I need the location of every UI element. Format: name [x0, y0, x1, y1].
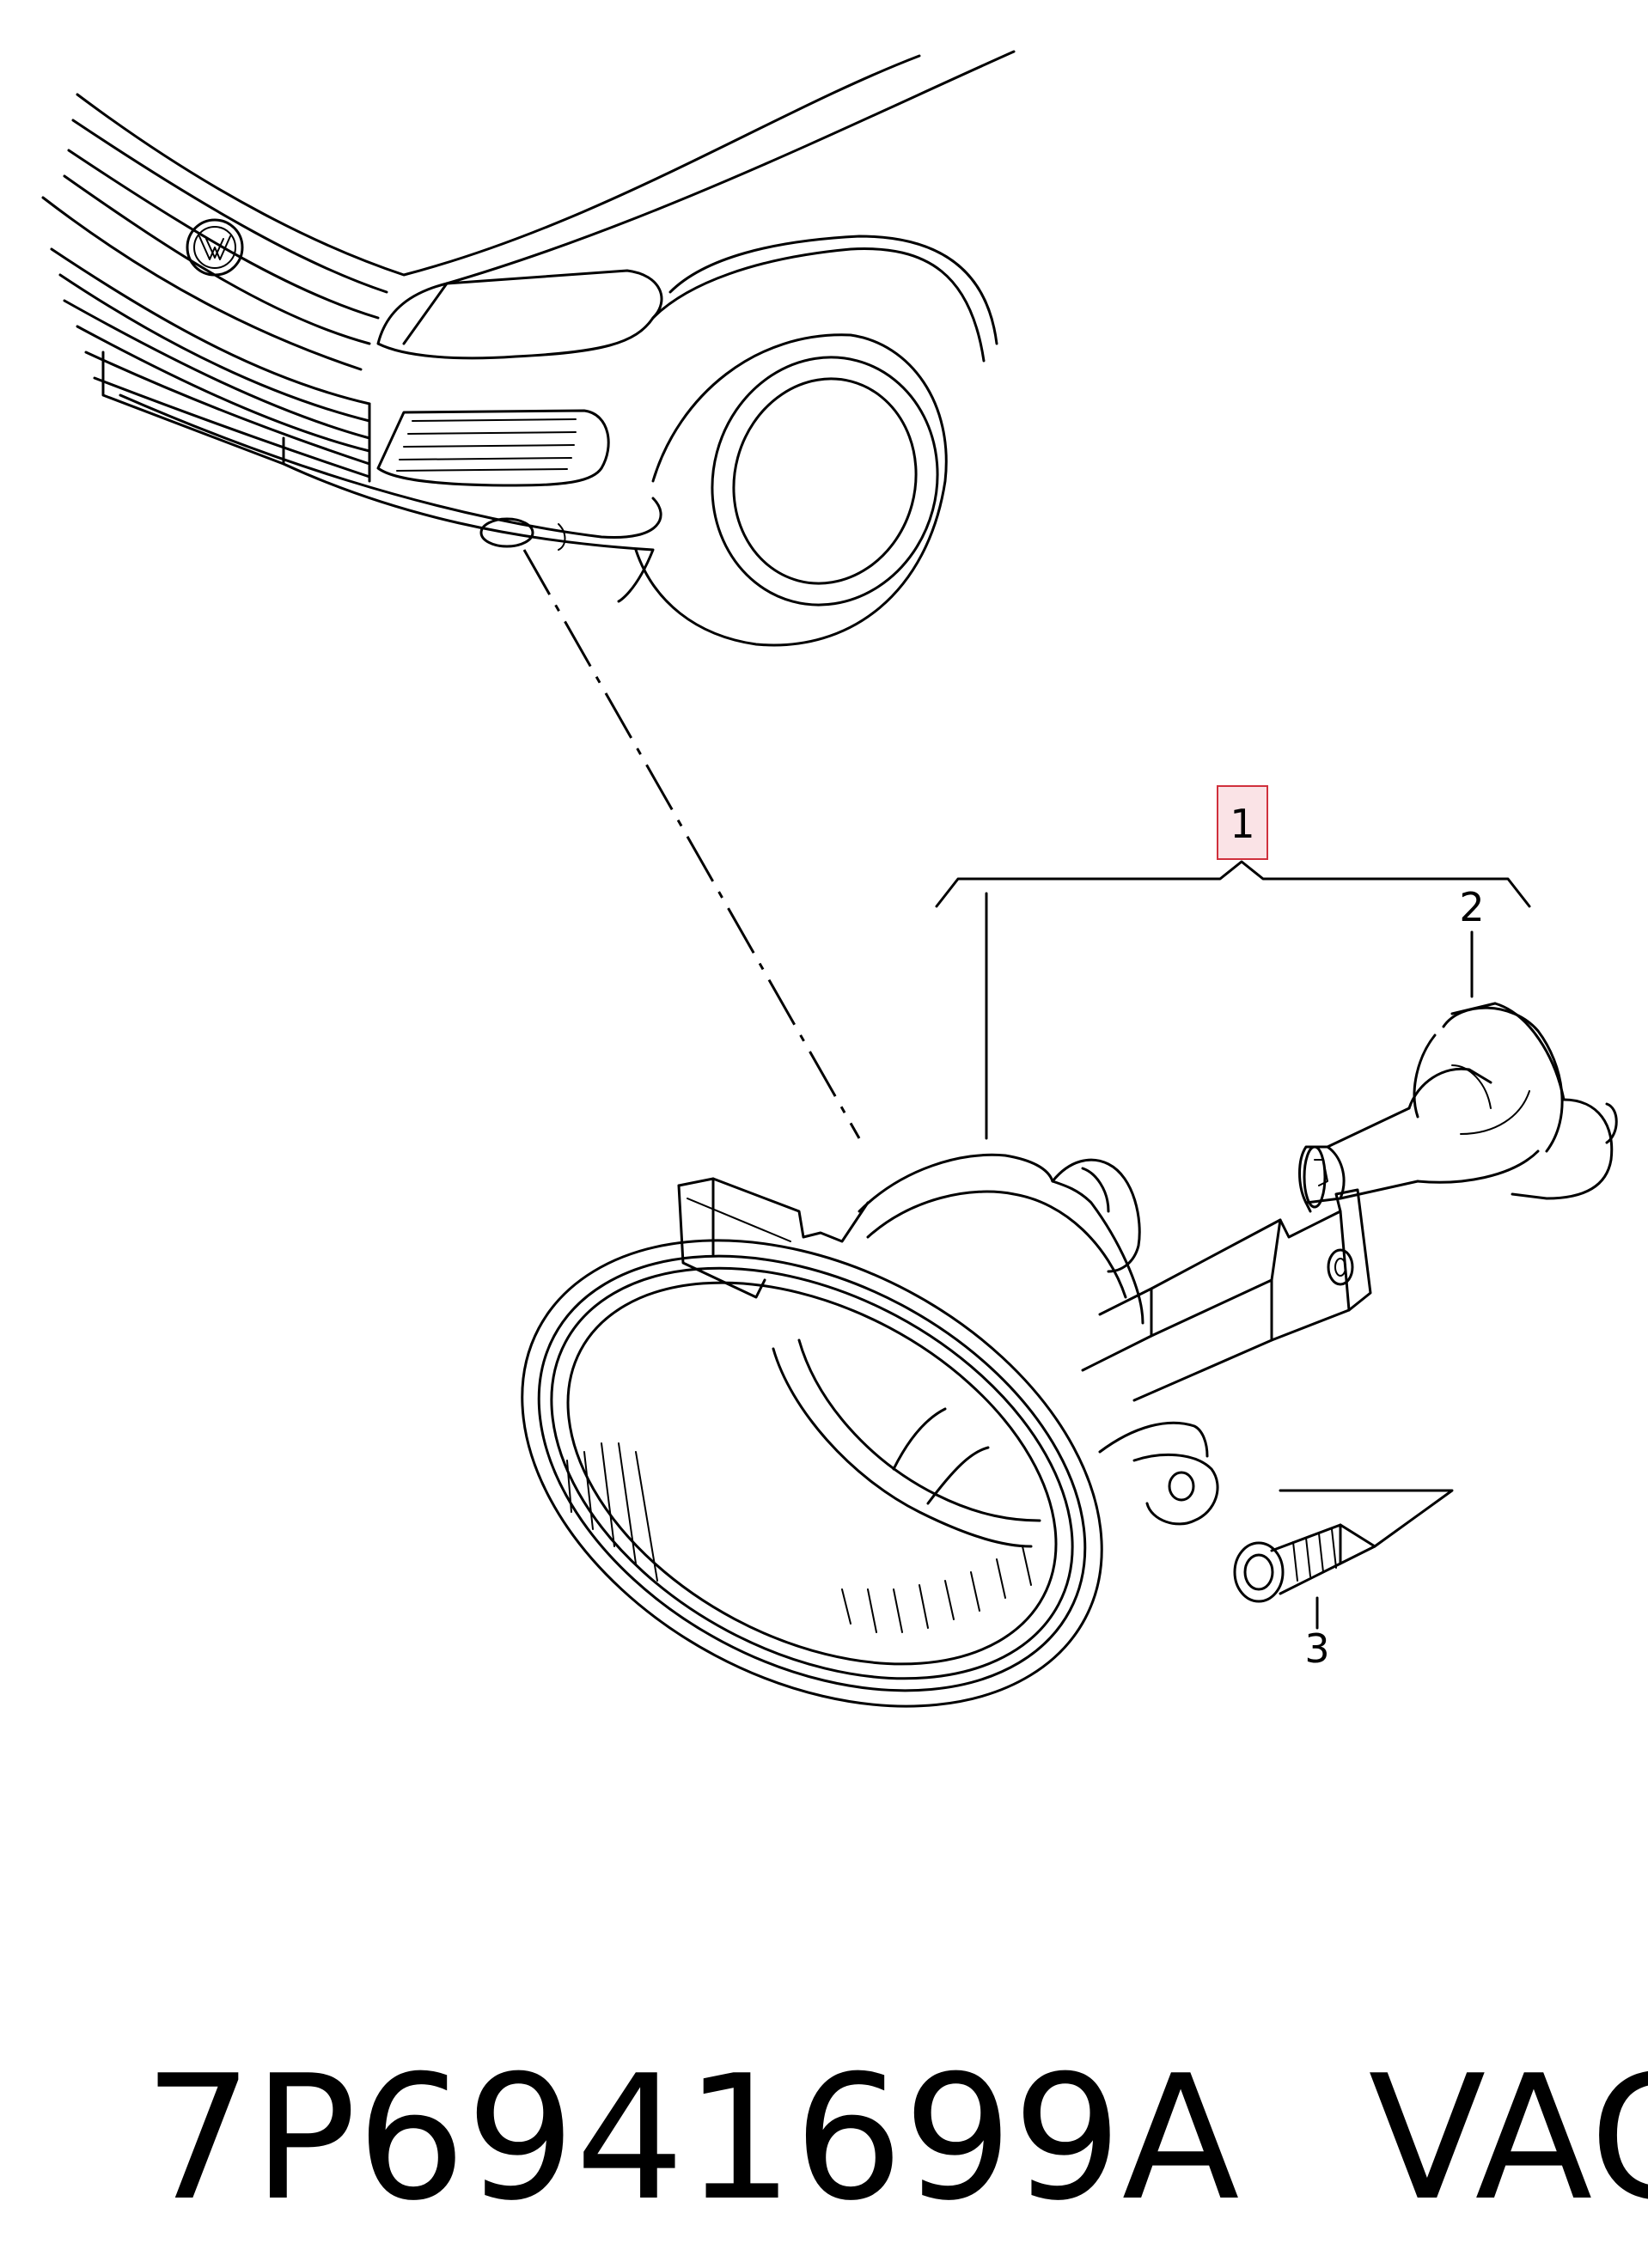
- car-front-illustration: [41, 50, 1016, 647]
- callout-3-label: 3: [1304, 1625, 1329, 1672]
- screw-part: [1233, 1489, 1454, 1630]
- callout-1-label: 1: [1230, 801, 1254, 847]
- fog-lamp-part: [521, 1153, 1372, 1708]
- brand-name: VAG: [1368, 2039, 1648, 2239]
- callout-1-highlight: [1217, 785, 1268, 860]
- callout-1-bracket: [935, 860, 1531, 1140]
- callout-2-label: 2: [1459, 884, 1484, 930]
- callout-1: 1: [1217, 785, 1268, 860]
- assembly-leader-line: [522, 549, 861, 1139]
- fog-bulb-part: [1298, 1002, 1618, 1213]
- parts-diagram: 1 2 3: [41, 50, 1618, 1708]
- part-number: 7P6941699A: [143, 2039, 1240, 2239]
- part-number-footer: 7P6941699A VAG: [34, 1753, 1648, 2239]
